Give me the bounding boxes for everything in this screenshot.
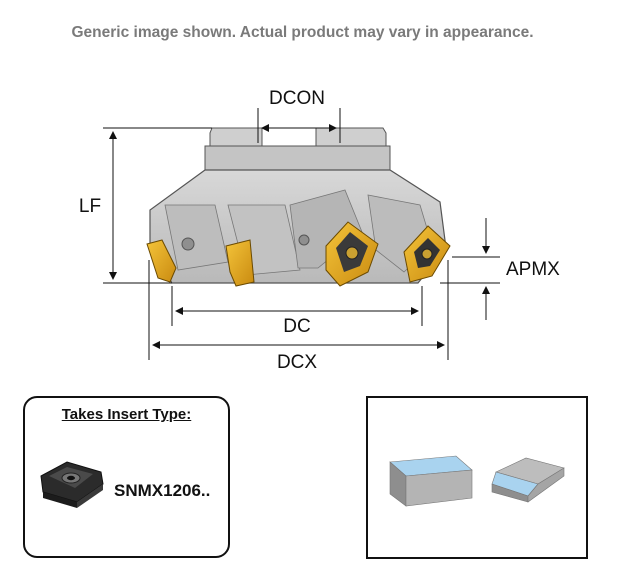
dim-dcx bbox=[148, 260, 449, 360]
dc-label: DC bbox=[283, 316, 310, 337]
dim-dc bbox=[171, 286, 423, 326]
dim-lf bbox=[103, 127, 212, 284]
dim-apmx bbox=[440, 218, 500, 320]
dcx-label: DCX bbox=[277, 352, 317, 373]
insert-right bbox=[403, 225, 451, 283]
block-right bbox=[491, 457, 565, 503]
insert-code: SNMX1206.. bbox=[114, 481, 211, 500]
dim-dcon bbox=[257, 108, 341, 143]
edge-prep-panel bbox=[366, 396, 588, 559]
cutter-drawing: DCON LF APMX DC DCX bbox=[79, 88, 560, 373]
insert-edge-block-icon bbox=[389, 455, 565, 507]
insert-center bbox=[325, 221, 379, 287]
dcon-label: DCON bbox=[269, 88, 325, 109]
disclaimer-text: Generic image shown. Actual product may … bbox=[71, 24, 534, 41]
block-left bbox=[389, 455, 473, 507]
insert-left bbox=[146, 239, 177, 283]
apmx-label: APMX bbox=[506, 259, 560, 280]
insert-panel-title: Takes Insert Type: bbox=[61, 406, 192, 423]
insert-type-panel: Takes Insert Type: SNMX1206.. bbox=[23, 396, 230, 558]
cutter-body bbox=[149, 127, 447, 284]
lf-label: LF bbox=[79, 196, 101, 217]
square-insert-icon bbox=[40, 461, 104, 508]
insert-mid bbox=[225, 239, 255, 287]
